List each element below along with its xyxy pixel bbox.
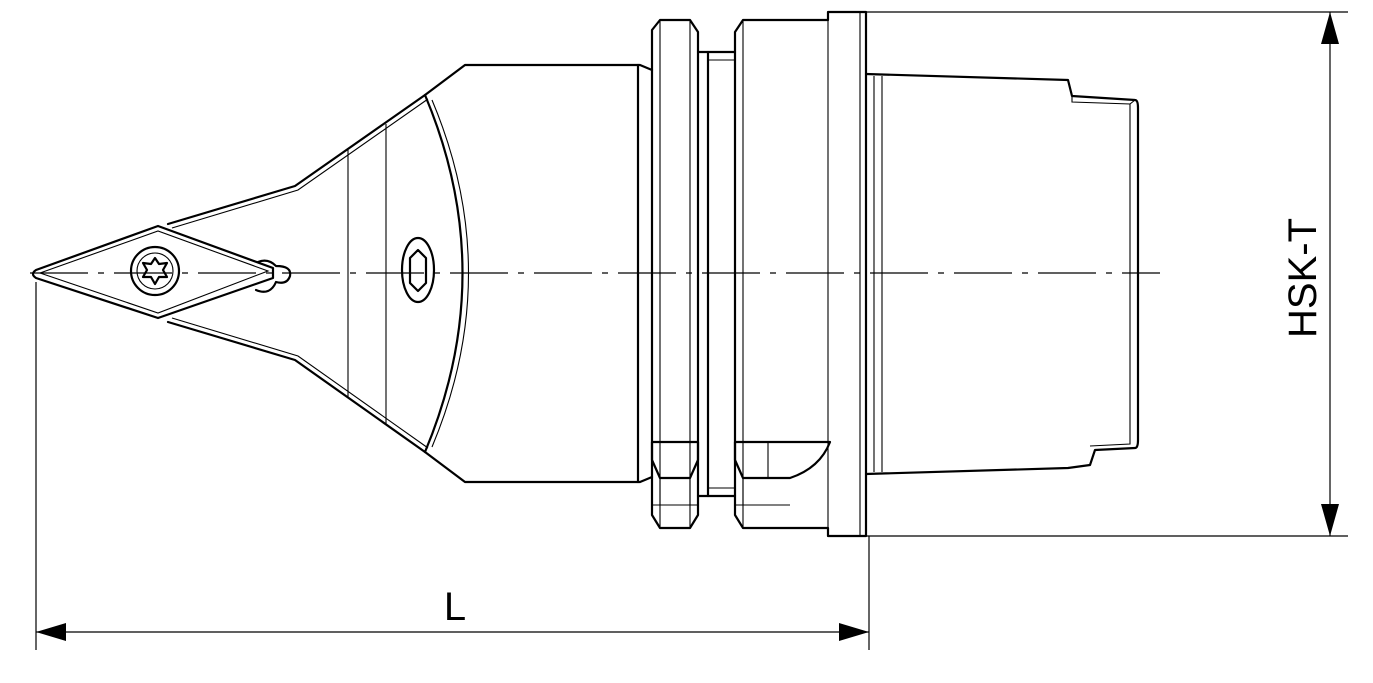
length-dimension: L	[35, 282, 870, 650]
arrow-up-icon	[1321, 12, 1339, 44]
arrow-down-icon	[1321, 504, 1339, 536]
tool-head	[166, 63, 654, 484]
length-label: L	[444, 585, 466, 629]
flange	[650, 10, 868, 538]
hsk-shank	[864, 72, 1140, 476]
torx-screw-icon	[129, 245, 181, 297]
arrow-right-icon	[839, 623, 869, 641]
cutting-insert	[31, 224, 292, 320]
interface-dimension: HSK-T	[866, 11, 1348, 537]
interface-label: HSK-T	[1281, 218, 1325, 338]
clamp-screw-icon	[400, 236, 436, 304]
arrow-left-icon	[36, 623, 66, 641]
